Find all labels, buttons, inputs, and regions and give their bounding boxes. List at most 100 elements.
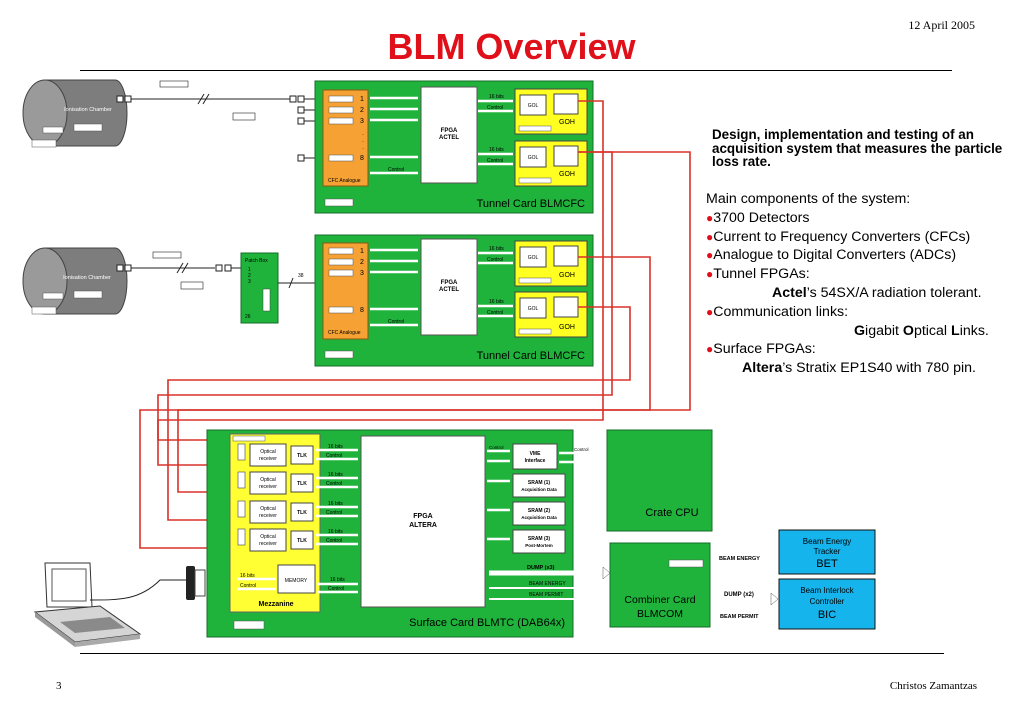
cfc-channel-label: 8 [360, 307, 364, 314]
tunnel-card-label: Tunnel Card BLMCFC [477, 350, 585, 362]
beam-energy-label: BEAM ENERGY [719, 556, 760, 562]
surface-card-label: Surface Card BLMTC (DAB64x) [409, 617, 565, 629]
cfc-channel-label: 1 [360, 248, 364, 255]
optical-links [139, 100, 691, 553]
combiner-label: BLMCOM [637, 608, 683, 620]
ionisation-chamber-1: Ionisation Chamber [22, 79, 128, 148]
components-list: Main components of the system: ●3700 Det… [706, 190, 1006, 378]
receiver-diode-icon [237, 471, 246, 489]
beam-permit-label: BEAM PERMIT [529, 592, 563, 598]
component-item: ●Surface FPGAs: [706, 341, 816, 358]
bet-label: Tracker [814, 547, 841, 556]
chamber-1-cable [116, 80, 320, 162]
bic-label: Controller [810, 597, 845, 606]
gol-label: GOL [528, 306, 539, 312]
vme-label: Interface [525, 458, 546, 464]
sram-label: SRAM (1) [528, 480, 551, 486]
tunnel-card-2: CFC Analogue 1 2 3 8 Control FPGA ACTEL … [314, 234, 594, 367]
control-label: Control [487, 158, 503, 164]
optical-receiver-label: receiver [259, 484, 277, 490]
tunnel-card-1: CFC Analogue 1 2 3 8 ··· Control FPGA AC… [314, 80, 594, 214]
tlk-label: TLK [297, 510, 307, 516]
tlk-box [290, 473, 314, 493]
optical-receiver-label: receiver [259, 456, 277, 462]
optical-receiver-label: Optical [260, 449, 276, 455]
laptop-icon [33, 562, 206, 647]
bullet-icon: ● [706, 304, 714, 319]
dump-x2-label: DUMP (x2) [724, 592, 754, 598]
bits-label: 16 bits [328, 444, 343, 450]
surface-card-internals: MEMORY 16 bits Control 16 bits Control F… [233, 435, 605, 630]
author: Christos Zamantzas [889, 680, 977, 692]
control-label: Control [487, 105, 503, 111]
receiver-diode-icon [237, 443, 246, 461]
bits-label: 16 bits [489, 94, 504, 100]
bullet-icon: ● [706, 229, 714, 244]
goh-label: GOH [559, 272, 575, 279]
optical-receiver-label: Optical [260, 534, 276, 540]
crate-cpu-label: Crate CPU [645, 507, 698, 519]
patch-box-label: Patch Box [245, 258, 268, 264]
gol-label: GOL [528, 103, 539, 109]
cfc-channel-label: 2 [360, 259, 364, 266]
ionisation-chamber-label-2: Ionisation Chamber [63, 275, 111, 281]
control-label: Control [326, 538, 342, 544]
beam-permit-label: BEAM PERMIT [720, 614, 759, 620]
component-item: ●3700 Detectors [706, 209, 810, 226]
goh-label: GOH [559, 119, 575, 126]
memory-label: MEMORY [285, 578, 308, 584]
sram-label: Post-Mortem [525, 543, 553, 548]
components-heading: Main components of the system: [706, 191, 911, 207]
patch-box-number: 3 [248, 279, 251, 285]
svg-text:·: · [362, 146, 364, 152]
receiver-diode-icon [237, 528, 246, 546]
component-subitem: Gigabit Optical Links. [854, 322, 989, 339]
fpga-actel-label: ACTEL [439, 287, 459, 293]
tlk-box [290, 530, 314, 550]
optical-receiver-box [249, 500, 287, 524]
component-item: ●Communication links: [706, 303, 849, 320]
fpga-actel-label: FPGA [441, 128, 458, 134]
receiver-diode-icon [237, 500, 246, 518]
sram-label: Acquisition Data [521, 515, 557, 520]
optical-receiver-box [249, 528, 287, 552]
component-item: ●Tunnel FPGAs: [706, 266, 810, 283]
design-description: Design, implementation and testing of an… [712, 127, 1003, 169]
goh-label: GOH [559, 324, 575, 331]
dump-x3-label: DUMP (x3) [527, 565, 555, 571]
bet-box: Beam Energy Tracker BET [778, 529, 876, 575]
control-label: Control [489, 445, 504, 450]
gol-label: GOL [528, 255, 539, 261]
slide-title: BLM Overview [387, 26, 636, 67]
component-item: ●Current to Frequency Converters (CFCs) [706, 228, 971, 245]
chamber-2-cable [116, 251, 241, 290]
control-label: Control [487, 310, 503, 316]
fpga-altera-label: FPGA [413, 513, 432, 520]
sram-label: SRAM (2) [528, 508, 551, 514]
control-label: Control [326, 510, 342, 516]
optical-receiver-box [249, 443, 287, 467]
patch-box: Patch Box 1 2 3 26 38 [240, 252, 318, 324]
component-subitem: Altera’s Stratix EP1S40 with 780 pin. [742, 360, 976, 377]
component-subitem: Actel’s 54SX/A radiation tolerant. [772, 284, 982, 301]
fpga-altera-label: ALTERA [409, 522, 437, 529]
control-label: Control [326, 453, 342, 459]
cfc-analogue-label: CFC Analogue [328, 330, 361, 336]
crate-cpu: Crate CPU [606, 429, 713, 532]
bits-label: 16 bits [240, 573, 255, 579]
cfc-channel-label: 1 [360, 96, 364, 103]
patch-link-count: 38 [298, 273, 304, 279]
optical-receiver-label: Optical [260, 477, 276, 483]
bits-label: 16 bits [328, 472, 343, 478]
optical-receiver-label: receiver [259, 541, 277, 547]
bullet-icon: ● [706, 267, 714, 282]
optical-receiver-label: Optical [260, 506, 276, 512]
ionisation-chamber-2: Ionisation Chamber [22, 247, 128, 315]
optical-receiver-label: receiver [259, 513, 277, 519]
bic-label: Beam Interlock [800, 586, 854, 595]
sram-label: Acquisition Data [521, 487, 557, 492]
bullet-icon: ● [706, 248, 714, 263]
sram-label: SRAM (3) [528, 536, 551, 542]
